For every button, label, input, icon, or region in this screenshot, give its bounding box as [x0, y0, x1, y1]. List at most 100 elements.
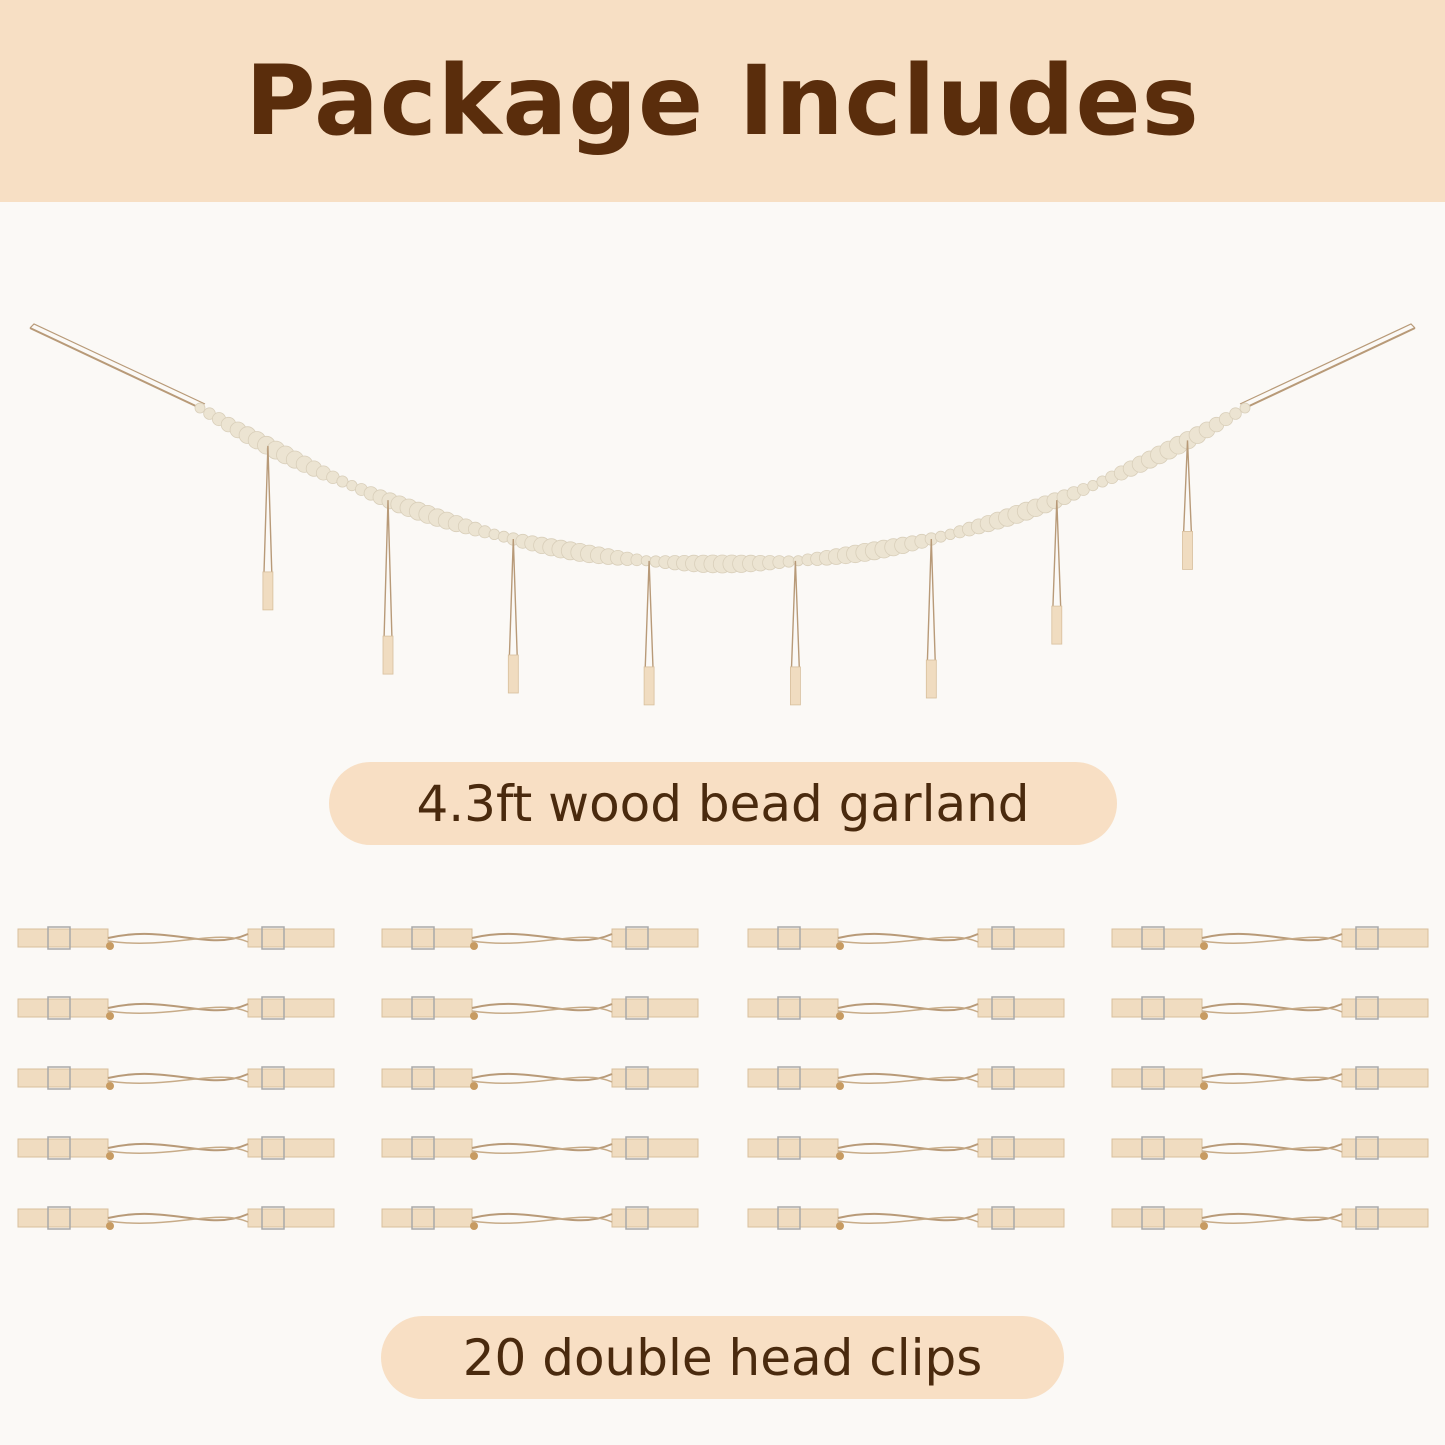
double-head-clip	[747, 1066, 1065, 1090]
twine-end-left	[29, 327, 201, 409]
clip-right	[977, 1068, 1065, 1088]
clip-spring-right	[625, 1136, 649, 1160]
clip-spring-left	[1141, 1066, 1165, 1090]
clip-twine	[471, 1146, 613, 1154]
clip-spring-left	[1141, 926, 1165, 950]
hanging-clip	[643, 666, 655, 706]
twine-knot	[836, 1012, 844, 1020]
clip-spring-left	[1141, 1136, 1165, 1160]
clip-right	[611, 928, 699, 948]
clip-right	[1341, 1208, 1429, 1228]
clip-spring-right	[991, 996, 1015, 1020]
twine-knot	[1200, 1152, 1208, 1160]
wood-bead	[1239, 402, 1251, 414]
clip-spring-right	[1355, 926, 1379, 950]
clip-spring-right	[1355, 1136, 1379, 1160]
hanging-clip	[925, 659, 937, 699]
clip-right	[247, 1208, 335, 1228]
clip-spring-left	[777, 926, 801, 950]
clip-spring-left	[411, 996, 435, 1020]
clips-caption: 20 double head clips	[381, 1316, 1064, 1399]
clip-spring-right	[1355, 1206, 1379, 1230]
hanging-clip	[262, 571, 274, 611]
twine-knot	[1200, 1082, 1208, 1090]
hanging-clip	[790, 666, 801, 706]
clip-twine	[107, 1146, 249, 1154]
clip-spring-left	[1141, 1206, 1165, 1230]
clip-left	[1111, 1208, 1203, 1228]
twine-knot	[470, 1222, 478, 1230]
clip-spring-left	[777, 996, 801, 1020]
clip-spring-left	[47, 1136, 71, 1160]
clip-spring-left	[777, 1136, 801, 1160]
clip-left	[381, 1138, 473, 1158]
clip-left	[17, 998, 109, 1018]
garland-illustration	[29, 323, 1416, 706]
double-head-clip	[1111, 1136, 1429, 1160]
double-head-clip	[17, 1136, 335, 1160]
hanging-twine	[926, 538, 936, 665]
clip-left	[1111, 998, 1203, 1018]
twine-knot	[1200, 942, 1208, 950]
clip-spring-left	[777, 1066, 801, 1090]
clip-spring-left	[411, 1136, 435, 1160]
double-head-clip	[381, 1206, 699, 1230]
clip-left	[747, 1138, 839, 1158]
twine-knot	[836, 1082, 844, 1090]
clip-left	[381, 1068, 473, 1088]
clip-right	[1341, 1138, 1429, 1158]
clip-right	[611, 998, 699, 1018]
hanging-twine	[263, 445, 273, 576]
clip-spring-right	[261, 996, 285, 1020]
clip-right	[1341, 1068, 1429, 1088]
garland-caption-text: 4.3ft wood bead garland	[416, 774, 1030, 833]
clip-left	[747, 1068, 839, 1088]
clip-twine	[107, 1006, 249, 1014]
twine-knot	[1200, 1222, 1208, 1230]
hanging-clip	[382, 635, 394, 675]
double-head-clip	[17, 1066, 335, 1090]
clip-spring-right	[1355, 1066, 1379, 1090]
clip-right	[977, 1138, 1065, 1158]
clip-spring-right	[261, 1206, 285, 1230]
clip-spring-right	[625, 926, 649, 950]
clip-twine	[1201, 936, 1343, 944]
clip-spring-right	[991, 1206, 1015, 1230]
clip-right	[977, 1208, 1065, 1228]
double-head-clip	[747, 1136, 1065, 1160]
clip-spring-right	[261, 1066, 285, 1090]
garland-caption: 4.3ft wood bead garland	[329, 762, 1117, 845]
header-banner: Package Includes	[0, 0, 1445, 202]
twine-knot	[836, 1152, 844, 1160]
hanging-twine	[508, 538, 518, 660]
double-head-clip	[381, 926, 699, 950]
clip-spring-left	[411, 1206, 435, 1230]
clip-spring-left	[411, 926, 435, 950]
clip-right	[247, 1068, 335, 1088]
clip-right	[611, 1138, 699, 1158]
clip-spring-right	[261, 926, 285, 950]
clip-right	[1341, 928, 1429, 948]
double-head-clip	[381, 1136, 699, 1160]
clip-twine	[1201, 1146, 1343, 1154]
clips-caption-text: 20 double head clips	[462, 1328, 983, 1387]
clip-twine	[1201, 1006, 1343, 1014]
clip-left	[747, 928, 839, 948]
double-head-clip	[747, 996, 1065, 1020]
wood-bead	[782, 555, 795, 568]
clip-twine	[107, 1076, 249, 1084]
clip-left	[381, 1208, 473, 1228]
clip-left	[17, 928, 109, 948]
twine-knot	[106, 942, 114, 950]
wood-bead	[336, 475, 349, 488]
clip-left	[17, 1208, 109, 1228]
twine-knot	[106, 1152, 114, 1160]
clip-twine	[837, 1006, 979, 1014]
clip-twine	[837, 936, 979, 944]
twine-knot	[1200, 1012, 1208, 1020]
clip-right	[247, 928, 335, 948]
clip-left	[17, 1068, 109, 1088]
clip-spring-right	[625, 1206, 649, 1230]
clip-spring-left	[777, 1206, 801, 1230]
double-head-clip	[1111, 926, 1429, 950]
